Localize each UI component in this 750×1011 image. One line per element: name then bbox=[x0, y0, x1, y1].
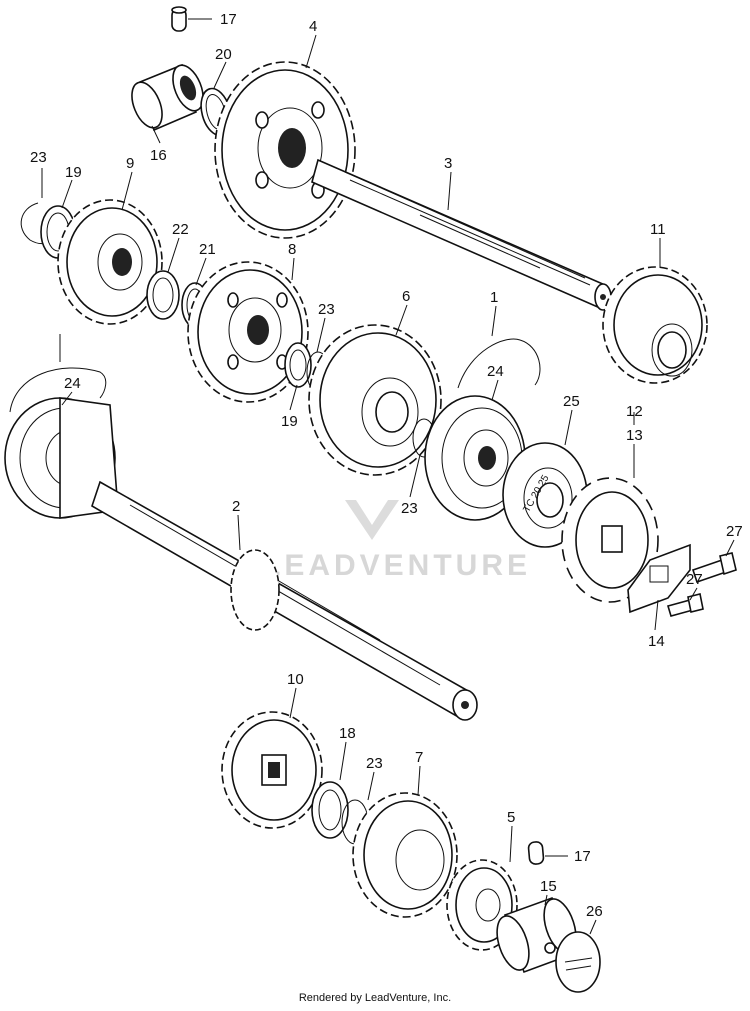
fixing-plate-14 bbox=[627, 543, 691, 614]
leader-lines bbox=[41, 18, 735, 935]
callout-16: 16 bbox=[150, 147, 167, 164]
pin-17-top bbox=[171, 6, 187, 32]
sprocket-13 bbox=[561, 477, 659, 603]
callout-3: 3 bbox=[444, 155, 452, 172]
callout-9: 9 bbox=[126, 155, 134, 172]
callout-10: 10 bbox=[287, 671, 304, 688]
bolt-27-lower bbox=[666, 593, 704, 617]
callout-25: 25 bbox=[563, 393, 580, 410]
callout-23-upper: 23 bbox=[30, 149, 47, 166]
callout-19-upper: 19 bbox=[65, 164, 82, 181]
callout-17-bottom: 17 bbox=[574, 848, 591, 865]
callout-18: 18 bbox=[339, 725, 356, 742]
callout-4: 4 bbox=[309, 18, 317, 35]
callout-19-middle: 19 bbox=[281, 413, 298, 430]
collar-16 bbox=[131, 63, 204, 132]
gear-4 bbox=[214, 61, 356, 239]
pin-17-bottom bbox=[527, 841, 545, 865]
gear-10 bbox=[221, 711, 323, 829]
callout-8: 8 bbox=[288, 241, 296, 258]
callout-22: 22 bbox=[172, 221, 189, 238]
callout-21: 21 bbox=[199, 241, 216, 258]
callout-27-upper: 27 bbox=[726, 523, 743, 540]
watermark-text: LEADVENTURE bbox=[262, 549, 531, 582]
washer-18 bbox=[311, 781, 349, 839]
callout-24-left: 24 bbox=[64, 375, 81, 392]
countershaft-3 bbox=[311, 158, 612, 311]
bolt-27-upper bbox=[691, 552, 737, 584]
callout-27-lower: 27 bbox=[686, 571, 703, 588]
gear-6 bbox=[308, 324, 442, 476]
callout-7: 7 bbox=[415, 749, 423, 766]
callout-11: 11 bbox=[650, 221, 666, 238]
bushing-22 bbox=[146, 270, 180, 320]
callout-2: 2 bbox=[232, 498, 240, 515]
callout-1-upper: 1 bbox=[490, 289, 498, 306]
watermark: LEADVENTURE bbox=[262, 500, 531, 582]
callout-26: 26 bbox=[586, 903, 603, 920]
callout-6: 6 bbox=[402, 288, 410, 305]
callout-23-lower: 23 bbox=[366, 755, 383, 772]
snap-ring-1-upper bbox=[457, 338, 541, 389]
gear-11 bbox=[602, 266, 708, 384]
mainshaft-2 bbox=[91, 480, 478, 721]
washer-19-middle bbox=[284, 342, 312, 388]
footer-credit: Rendered by LeadVenture, Inc. bbox=[298, 992, 452, 1004]
callout-13: 13 bbox=[626, 427, 643, 444]
callout-14: 14 bbox=[648, 633, 665, 650]
callout-23-bearing: 23 bbox=[401, 500, 418, 517]
gear-7 bbox=[352, 792, 458, 918]
callout-24-right: 24 bbox=[487, 363, 504, 380]
gear-8 bbox=[187, 261, 309, 403]
gear-9 bbox=[57, 199, 163, 325]
callout-labels: 17 20 4 16 3 23 19 9 22 21 8 11 1 6 23 2… bbox=[30, 11, 743, 920]
callout-23-middle: 23 bbox=[318, 301, 335, 318]
callout-15: 15 bbox=[540, 878, 557, 895]
snap-ring-1-left bbox=[9, 367, 107, 413]
callout-5: 5 bbox=[507, 809, 515, 826]
callout-17-top: 17 bbox=[220, 11, 237, 28]
bearing-24-right bbox=[424, 395, 526, 521]
callout-20: 20 bbox=[215, 46, 232, 63]
callout-12: 12 bbox=[626, 403, 643, 420]
cap-26 bbox=[555, 931, 601, 993]
